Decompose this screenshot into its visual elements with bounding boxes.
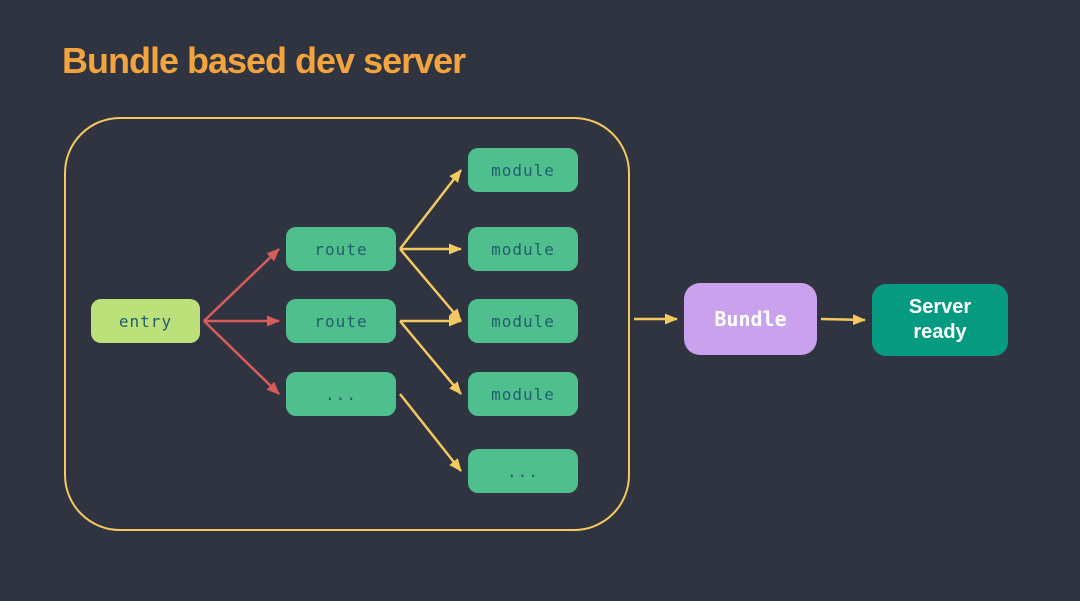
route-ellipsis-label: ... xyxy=(325,384,357,404)
module-node-label: module xyxy=(491,311,555,331)
module-node-label: module xyxy=(491,239,555,259)
arrow-bundle-to-server xyxy=(820,314,866,326)
module-node-label: module xyxy=(491,160,555,180)
route-node: route xyxy=(286,227,396,271)
route-node-label: route xyxy=(314,311,368,331)
entry-node-label: entry xyxy=(118,311,173,331)
module-node-label: module xyxy=(491,384,555,404)
module-node: module xyxy=(468,299,578,343)
bundler-container-frame xyxy=(64,117,630,531)
module-ellipsis-label: ... xyxy=(507,461,539,481)
bundle-node: Bundle xyxy=(684,283,817,355)
module-ellipsis-node: ... xyxy=(468,449,578,493)
server-ready-node: Server ready xyxy=(872,284,1008,356)
route-node: route xyxy=(286,299,396,343)
entry-node: entry xyxy=(91,299,200,343)
route-node-label: route xyxy=(314,239,368,259)
module-node: module xyxy=(468,372,578,416)
module-node: module xyxy=(468,227,578,271)
bundle-node-label: Bundle xyxy=(714,307,787,331)
route-ellipsis-node: ... xyxy=(286,372,396,416)
slide-title: Bundle based dev server xyxy=(62,40,466,81)
module-node: module xyxy=(468,148,578,192)
server-ready-label: Server ready xyxy=(908,296,972,343)
